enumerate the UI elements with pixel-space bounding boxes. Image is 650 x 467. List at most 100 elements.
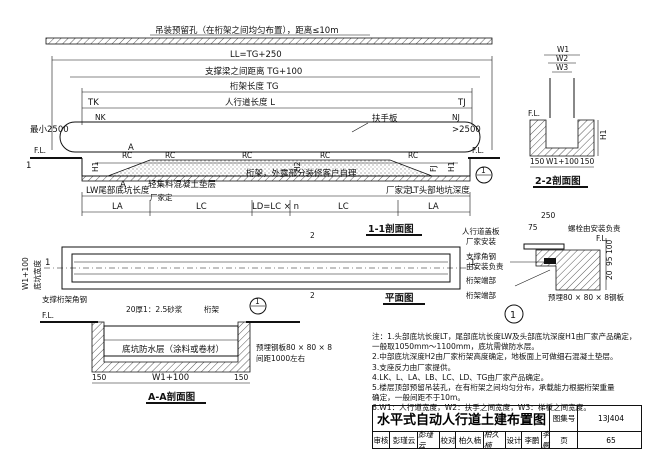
note-line: 6.W1：人行道宽度，W2：扶手之间宽度，W3：梯板之间宽度。 — [372, 403, 591, 413]
w2-dim: W2 — [556, 54, 568, 63]
tj-label: TJ — [457, 98, 466, 108]
two-marker-bottom: 2 — [310, 291, 315, 300]
support-span-label: 支撑梁之间距离 TG+100 — [205, 66, 302, 77]
dim-250: 250 — [541, 211, 556, 220]
aa-callout-number: 1 — [255, 297, 260, 306]
bottom-dimensions: LW尾部底坑长度 厂家定 厂家定 LT头部地坑深度 LA LC LD=LC × … — [81, 185, 471, 216]
design-label: 设计 — [505, 432, 522, 448]
section-1-1: 吊装预留孔（在桁架之间均匀布置），距离≤10m LL=TG+250 支撑梁之间距… — [26, 25, 500, 236]
rc-1: RC — [122, 151, 132, 160]
waterproof-label: 底坑防水层（涂料或卷材） — [122, 344, 224, 355]
la-left: LA — [112, 202, 123, 212]
support-angle-label: 支撑角钢 — [466, 251, 496, 261]
mortar-label: 20厚1：2.5砂浆 — [126, 304, 183, 314]
a-marker-top: A — [128, 143, 134, 153]
detail-1-marker — [504, 304, 524, 324]
lt-label: LT头部地坑深度 — [410, 185, 470, 196]
fj-label: FJ — [429, 165, 438, 172]
one-marker-plan-right: 1 — [470, 258, 475, 268]
page-label: 页 — [549, 432, 578, 448]
truss-cladding-note: 桁架，外露部分装修客户自理 — [246, 168, 357, 179]
atlas-no: 13J404 — [577, 406, 644, 431]
dim-150-22a: 150 — [530, 157, 545, 166]
signature-row: 审核 彭瑾云 彭瑾云 校对 柏久楠 柏久楠 设计 李鹏 李鹏 页 65 — [372, 430, 642, 450]
note-line: 注：1.头部底坑长度LT，尾部底坑长度LW及头部底坑深度H1由厂家产品确定， — [372, 332, 637, 341]
ld-label: LD=LC × n — [252, 202, 299, 212]
pit-width-label: 底坑宽度 — [32, 260, 42, 290]
plan-view-title: 平面图 — [385, 293, 414, 304]
walkway-cover-label: 人行道盖板 — [462, 226, 500, 236]
supplier-load-label: 由安装负责 — [466, 261, 504, 271]
hanger-holes-note: 吊装预留孔（在桁架之间均匀布置），距离≤10m — [155, 25, 338, 36]
check-label: 校对 — [439, 432, 456, 448]
note-line: 一般取1050mm～1100mm，底坑需做防水层。 — [372, 342, 539, 352]
factory-determined-left: 厂家定 — [150, 192, 173, 202]
pit-floor-slab — [81, 175, 471, 182]
rc-2: RC — [165, 151, 175, 160]
h1-22: H1 — [599, 129, 608, 140]
dim-150-aa-right: 150 — [234, 373, 249, 382]
rc-4: RC — [320, 151, 330, 160]
drawing-title: 水平式自动人行道土建布置图 — [377, 413, 547, 428]
rc-5: RC — [408, 151, 418, 160]
fl-right: F.L. — [472, 146, 484, 155]
tk-label: TK — [87, 98, 99, 108]
h2-label: H2 — [293, 161, 302, 172]
aa-truss — [103, 325, 239, 357]
embedded-plate-label: 预埋80 × 80 × 8钢板 — [548, 292, 624, 302]
a-marker-bottom: A — [120, 180, 126, 190]
detail-embedded-plate — [544, 258, 556, 264]
review-label: 审核 — [373, 435, 389, 445]
h1-right: H1 — [447, 161, 456, 172]
fl-detail: F.L. — [596, 234, 608, 243]
section-a-a: 支撑桁架角钢 F.L. 20厚1：2.5砂浆 桁架 1 底坑防水层（涂料或卷材）… — [40, 294, 332, 404]
dim-150-aa-left: 150 — [92, 373, 107, 382]
truss-end-label-2: 桁架端部 — [466, 290, 496, 300]
factory-determined-right: 厂家定 — [386, 185, 412, 196]
title-row: 水平式自动人行道土建布置图 图集号 13J404 — [372, 405, 642, 431]
title-block: 水平式自动人行道土建布置图 图集号 13J404 审核 彭瑾云 彭瑾云 校对 柏… — [372, 405, 642, 460]
two-marker-top: 2 — [310, 231, 315, 240]
embedded-plate-aa-label: 预埋钢板80 × 80 × 8 — [256, 342, 332, 352]
atlas-label: 图集号 — [549, 406, 578, 431]
min-2500-right: >2500 — [452, 125, 481, 135]
fl-aa: F.L. — [42, 311, 54, 320]
w1-100-22: W1+100 — [546, 157, 579, 166]
dim-20: 20 — [605, 270, 614, 280]
detail-pit-wall — [535, 249, 601, 291]
truss-support-angle-label: 支撑桁架角钢 — [42, 294, 87, 304]
h1-left: H1 — [91, 161, 100, 172]
dim-100: 100 — [605, 239, 614, 254]
dim-150-22b: 150 — [580, 157, 595, 166]
detail-1: 250 75 人行道盖板 厂家安装 螺栓由安装负责 F.L. 支撑角钢 由安装负… — [462, 211, 624, 324]
top-slab — [45, 37, 493, 45]
handrail-label: 扶手板 — [372, 113, 398, 124]
ll-dim-label: LL=TG+250 — [230, 50, 282, 60]
designer-signature: 李鹏 — [541, 430, 550, 450]
w1-100-aa: W1+100 — [152, 373, 189, 383]
min-2500-left: 最小2500 — [30, 124, 69, 135]
one-marker-plan-left: 1 — [45, 258, 50, 268]
truss-label-aa: 桁架 — [204, 304, 219, 314]
note-line: 4.LK、L、LA、LB、LC、LD、TG由厂家产品确定。 — [372, 372, 549, 382]
factory-install-label: 厂家安装 — [466, 236, 496, 246]
note-line: 3.支座反力由厂家提供。 — [372, 362, 456, 372]
nj-label: NJ — [452, 113, 460, 122]
design-notes: 注：1.头部底坑长度LT，尾部底坑长度LW及头部底坑深度H1由厂家产品确定， 一… — [372, 332, 642, 414]
designer: 李鹏 — [521, 432, 542, 448]
detail-cover-plate — [523, 243, 565, 250]
walkway-loop — [59, 121, 481, 153]
note-line: 2.中部底坑深度H2由厂家桁架高度确定，地板面上可做细石混凝土垫层。 — [372, 352, 618, 362]
checker: 柏久楠 — [455, 432, 484, 448]
reviewer-signature: 彭瑾云 — [417, 430, 440, 450]
aa-callout — [249, 297, 267, 315]
reviewer: 彭瑾云 — [389, 432, 418, 448]
fl-left: F.L. — [34, 146, 46, 155]
note-line: 5.楼层顶部预留吊装孔，在有桁架之间均匀分布，承载能力根据桁架重量 — [372, 383, 615, 393]
nk-label: NK — [95, 113, 107, 122]
detail-1-number: 1 — [510, 310, 516, 321]
one-marker: 1 — [26, 161, 31, 171]
lc-right: LC — [338, 202, 349, 212]
rc-3: RC — [242, 151, 252, 160]
